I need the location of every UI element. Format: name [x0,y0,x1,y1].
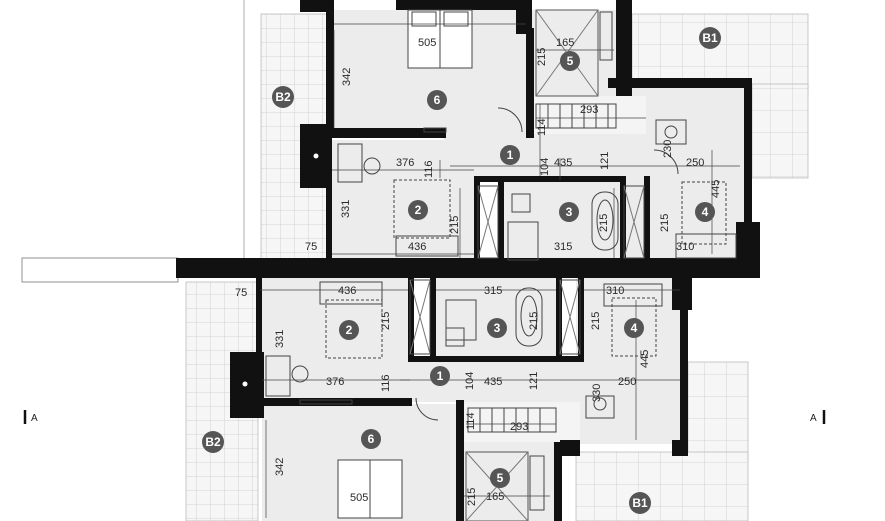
room-badge-1-top: 1 [500,145,520,165]
room-badge-6-bottom: 6 [361,429,381,449]
terrace-b1-bottom [575,361,749,521]
svg-text:116: 116 [423,160,435,178]
svg-text:331: 331 [340,200,352,218]
svg-text:A: A [810,413,817,424]
svg-text:4: 4 [702,205,709,219]
svg-text:330: 330 [591,384,603,402]
svg-text:250: 250 [686,157,704,169]
svg-text:376: 376 [396,157,414,169]
svg-text:230: 230 [662,140,674,158]
svg-text:293: 293 [580,104,598,116]
room-badge-1-bottom: 1 [430,366,450,386]
svg-text:505: 505 [350,492,368,504]
svg-text:165: 165 [486,491,504,503]
svg-text:5: 5 [497,471,504,485]
room-badge-2-top: 2 [408,200,428,220]
room-badge-4-bottom: 4 [624,318,644,338]
svg-text:215: 215 [380,312,392,330]
svg-text:215: 215 [536,48,548,66]
svg-text:215: 215 [659,214,671,232]
svg-text:435: 435 [484,376,502,388]
svg-text:B2: B2 [275,90,291,104]
svg-text:436: 436 [408,241,426,253]
svg-text:104: 104 [464,372,476,390]
furniture-upper [337,9,737,261]
svg-text:B2: B2 [205,435,221,449]
svg-text:435: 435 [554,157,572,169]
outline-box [21,257,179,283]
room-badge-4-top: 4 [695,202,715,222]
terrace-badge-b1-top: B1 [699,27,721,49]
svg-text:B1: B1 [632,496,648,510]
svg-text:445: 445 [710,180,722,198]
svg-text:215: 215 [528,312,540,330]
svg-text:331: 331 [274,330,286,348]
svg-text:3: 3 [566,205,573,219]
svg-text:5: 5 [567,54,574,68]
terrace-badges: B2 B1 B2 B1 [202,27,721,514]
terrace-badge-b1-bottom: B1 [629,492,651,514]
svg-text:376: 376 [326,376,344,388]
room-badge-6-top: 6 [427,90,447,110]
walls-upper [176,0,760,278]
svg-text:4: 4 [631,321,638,335]
room-badge-2-bottom: 2 [339,320,359,340]
svg-text:2: 2 [346,323,353,337]
room-badges: 6 5 1 2 3 4 2 3 4 1 6 5 [339,51,715,488]
svg-text:445: 445 [639,350,651,368]
svg-text:505: 505 [418,37,436,49]
svg-text:75: 75 [235,287,247,299]
svg-text:2: 2 [415,203,422,217]
terrace-badge-b2-bottom: B2 [202,431,224,453]
svg-text:215: 215 [598,214,610,232]
svg-text:3: 3 [494,321,501,335]
section-marker-left: A [23,410,38,424]
svg-text:310: 310 [676,241,694,253]
svg-text:436: 436 [338,285,356,297]
walls-lower [176,258,692,521]
svg-text:310: 310 [606,285,624,297]
svg-text:116: 116 [380,374,392,392]
svg-text:75: 75 [305,241,317,253]
svg-text:293: 293 [510,421,528,433]
svg-text:315: 315 [554,241,572,253]
svg-text:6: 6 [434,93,441,107]
svg-text:215: 215 [466,488,478,506]
svg-text:121: 121 [599,152,611,170]
svg-text:114: 114 [465,412,477,430]
svg-text:1: 1 [437,369,444,383]
furniture-lower [265,279,663,521]
svg-text:215: 215 [449,216,461,234]
column-markers [242,153,319,387]
room-badge-5-bottom: 5 [490,468,510,488]
svg-text:342: 342 [341,68,353,86]
svg-text:1: 1 [507,148,514,162]
room-badge-5-top: 5 [560,51,580,71]
terrace-badge-b2-top: B2 [272,86,294,108]
svg-text:114: 114 [536,118,548,136]
room-badge-3-bottom: 3 [487,318,507,338]
dimension-texts-upper: 505 165 342 215 293 114 116 104 435 121 … [305,37,722,253]
room-badge-3-top: 3 [559,202,579,222]
svg-text:121: 121 [528,372,540,390]
svg-text:B1: B1 [702,31,718,45]
section-marker-right: A [810,410,826,424]
svg-text:6: 6 [368,432,375,446]
svg-text:215: 215 [590,312,602,330]
svg-text:342: 342 [274,458,286,476]
svg-text:104: 104 [539,158,551,176]
svg-text:250: 250 [618,376,636,388]
svg-text:315: 315 [484,285,502,297]
dimension-texts-lower: 75 436 315 310 331 215 215 215 445 376 1… [235,285,651,506]
svg-text:A: A [31,413,38,424]
svg-text:165: 165 [556,37,574,49]
